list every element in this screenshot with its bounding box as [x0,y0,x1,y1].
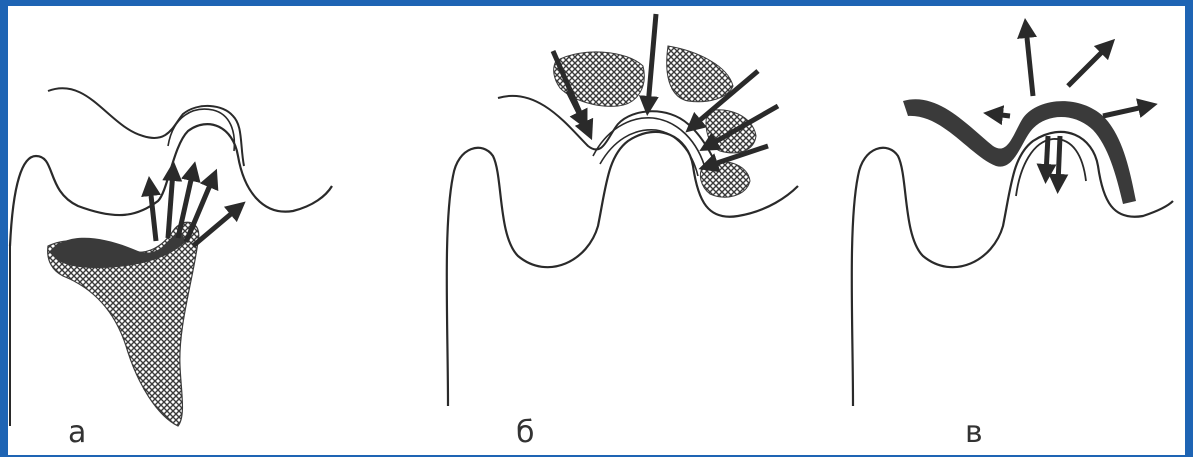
panel-v-label: в [965,418,983,448]
panel-v-arrow-1 [1026,28,1033,96]
panel-a [10,88,332,426]
panel-v-arrow-5 [1058,136,1060,184]
panel-b-plaque-4 [700,162,750,197]
panel-v-arrow-4 [1046,136,1048,174]
gum-diagram [8,6,1185,455]
panel-b-arrow-3 [648,14,656,106]
panel-b-plaque-2 [667,46,733,102]
panel-v-arrow-2 [1068,46,1108,86]
panel-b-gingiva-3 [600,130,698,176]
panel-v [852,28,1173,406]
panel-v-dark-band [903,99,1136,204]
panel-v-arrow-3 [1103,106,1148,116]
panel-a-gingiva [48,88,244,166]
panel-a-label: а [68,418,86,448]
panel-b [447,14,798,406]
panel-a-arrow-1 [150,186,156,241]
panel-v-arrow-6 [993,114,1010,116]
panel-a-arrow-2 [168,171,173,238]
diagram-frame: а б в [8,6,1185,455]
panel-b-label: б [516,418,535,448]
